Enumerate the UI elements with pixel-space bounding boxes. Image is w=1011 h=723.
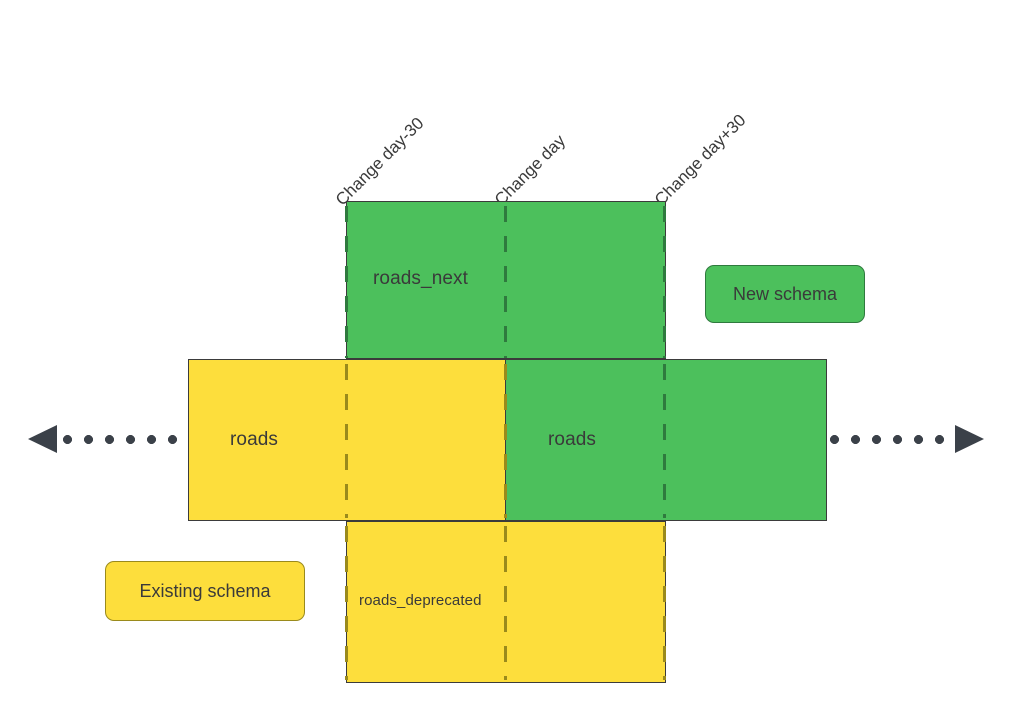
- marker-label-change-day-plus-30: Change day+30: [650, 110, 750, 210]
- legend-label-new-schema: New schema: [732, 283, 838, 304]
- guide-change-day-plus-30-top: [663, 206, 666, 358]
- timeline-arrow-left: [28, 425, 192, 453]
- timeline-dots-right: [824, 434, 955, 444]
- timeline-arrow-right: [824, 425, 984, 453]
- legend-new-schema: New schema: [705, 265, 865, 323]
- arrow-right-icon: [955, 425, 984, 453]
- marker-label-change-day: Change day: [490, 131, 570, 210]
- legend-label-existing-schema: Existing schema: [139, 580, 271, 601]
- block-label-roads-new: roads: [548, 429, 597, 450]
- guide-change-day-minus-30-top: [345, 206, 348, 358]
- marker-label-change-day-minus-30: Change day-30: [331, 113, 428, 210]
- guide-change-day-minus-30-bottom: [345, 526, 348, 680]
- legend-existing-schema: Existing schema: [105, 561, 305, 621]
- guide-change-day-plus-30-middle: [663, 364, 666, 518]
- block-label-roads-deprecated: roads_deprecated: [359, 592, 482, 609]
- block-roads-new: roads: [505, 359, 827, 521]
- guide-change-day-plus-30-bottom: [663, 526, 666, 680]
- guide-change-day-top: [504, 206, 507, 358]
- timeline-dots-left: [57, 434, 192, 444]
- guide-change-day-minus-30-middle: [345, 364, 348, 518]
- arrow-left-icon: [28, 425, 57, 453]
- guide-change-day-bottom: [504, 526, 507, 680]
- block-label-roads-next: roads_next: [373, 268, 469, 289]
- guide-change-day-middle: [504, 364, 507, 518]
- block-label-roads-existing: roads: [230, 429, 279, 450]
